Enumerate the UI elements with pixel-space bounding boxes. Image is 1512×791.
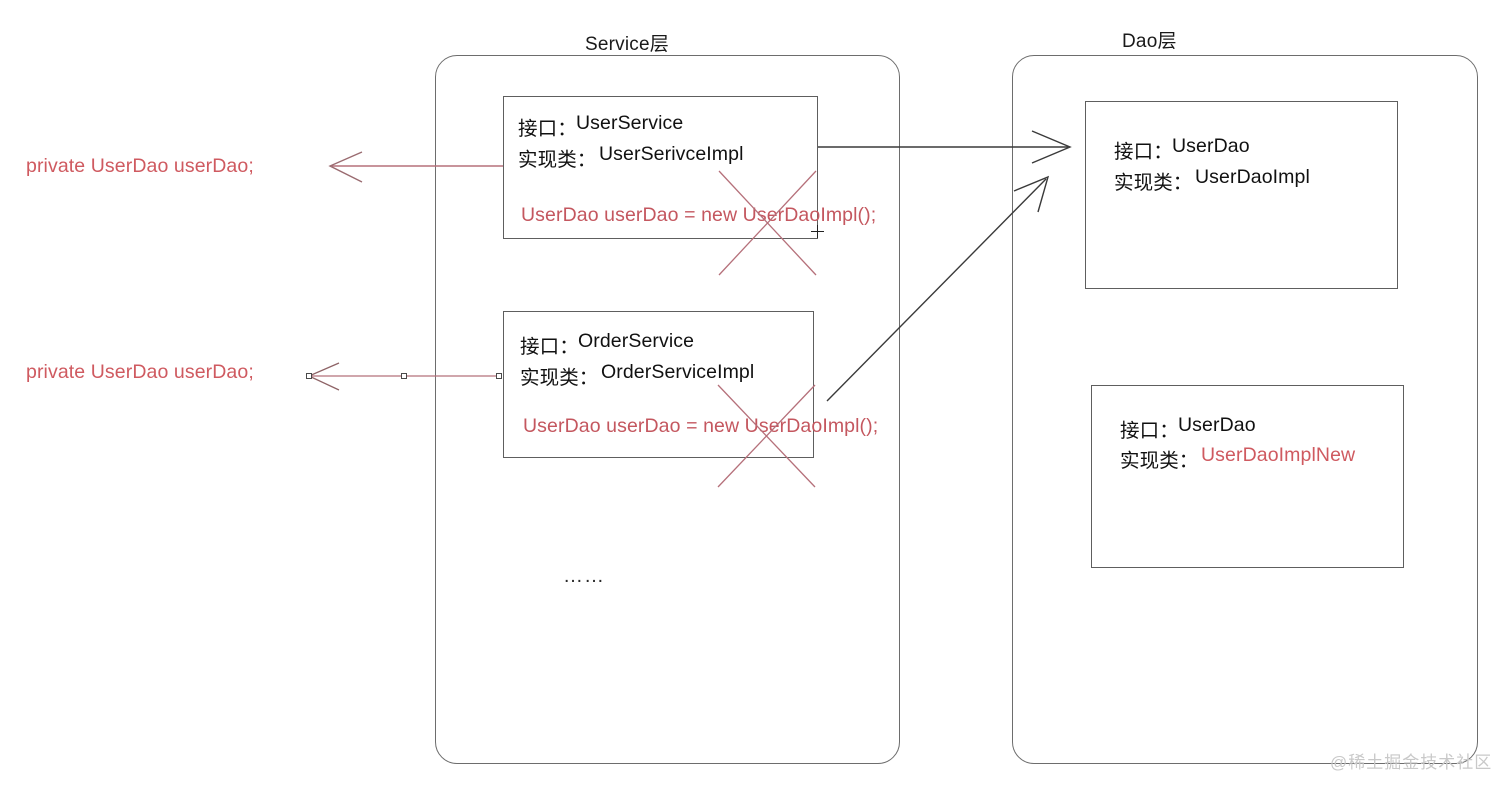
arrow-handle-end[interactable]: [496, 373, 502, 379]
user-dao-new-interface-label: 接口：: [1120, 420, 1179, 442]
user-dao-new-impl-label: 实现类：: [1120, 450, 1199, 472]
order-service-interface-value: OrderService: [578, 330, 695, 352]
dao-layer-container[interactable]: [1012, 55, 1478, 764]
field-declaration-2: private UserDao userDao;: [26, 361, 254, 383]
user-dao-new-impl-value: UserDaoImplNew: [1201, 444, 1356, 466]
crosshair-cursor: [811, 225, 824, 238]
user-service-interface-value: UserService: [576, 112, 684, 134]
user-dao-impl-label: 实现类：: [1114, 172, 1193, 194]
user-service-interface-label: 接口：: [518, 118, 577, 140]
order-service-impl-value: OrderServiceImpl: [601, 361, 755, 383]
user-dao-card[interactable]: 接口： UserDao 实现类： UserDaoImpl: [1085, 101, 1398, 289]
dao-layer-title: Dao层: [1122, 31, 1177, 52]
user-dao-interface-value: UserDao: [1172, 135, 1250, 157]
arrow-handle-mid[interactable]: [401, 373, 407, 379]
service-ellipsis: ……: [563, 565, 605, 587]
field-declaration-1: private UserDao userDao;: [26, 155, 254, 177]
user-dao-new-interface-value: UserDao: [1178, 414, 1256, 436]
order-service-interface-label: 接口：: [520, 336, 579, 358]
user-dao-new-card[interactable]: 接口： UserDao 实现类： UserDaoImplNew: [1091, 385, 1404, 568]
user-service-code: UserDao userDao = new UserDaoImpl();: [521, 204, 877, 226]
user-service-impl-label: 实现类：: [518, 149, 597, 171]
service-layer-title: Service层: [585, 34, 669, 55]
service-layer-container[interactable]: [435, 55, 900, 764]
order-service-card[interactable]: 接口： OrderService 实现类： OrderServiceImpl U…: [503, 311, 878, 458]
watermark-text: @稀土掘金技术社区: [1330, 753, 1493, 772]
user-service-impl-value: UserSerivceImpl: [599, 143, 744, 165]
order-service-code: UserDao userDao = new UserDaoImpl();: [523, 415, 879, 437]
user-dao-interface-label: 接口：: [1114, 141, 1173, 163]
order-service-impl-label: 实现类：: [520, 367, 599, 389]
user-dao-impl-value: UserDaoImpl: [1195, 166, 1310, 188]
arrow-handle-start[interactable]: [306, 373, 312, 379]
user-service-card[interactable]: 接口： UserService 实现类： UserSerivceImpl Use…: [503, 96, 876, 239]
